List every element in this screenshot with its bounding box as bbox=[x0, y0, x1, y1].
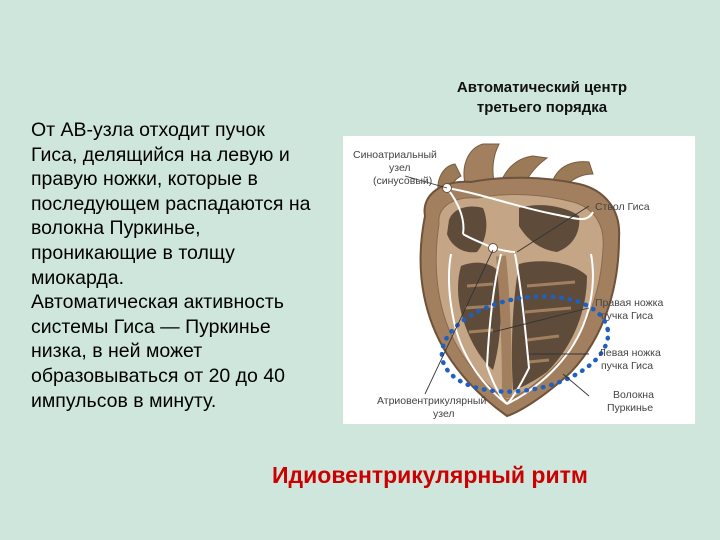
purkinje-label: Волокна Пуркинье bbox=[607, 389, 657, 414]
av-node-marker bbox=[489, 244, 498, 253]
heart-conduction-svg: Синоатриальный узел (синусовый) Ствол Ги… bbox=[343, 136, 695, 424]
left-bundle-label: Левая ножка пучка Гиса bbox=[599, 347, 664, 372]
body-line: От АВ-узла отходит пучок bbox=[31, 118, 361, 143]
body-line: последующем распадаются на bbox=[31, 192, 361, 217]
septum-shape bbox=[501, 256, 507, 398]
body-line: проникающие в толщу bbox=[31, 241, 361, 266]
body-line: миокарда. bbox=[31, 266, 361, 291]
heart-diagram: Синоатриальный узел (синусовый) Ствол Ги… bbox=[343, 136, 695, 424]
body-line: импульсов в минуту. bbox=[31, 389, 361, 414]
his-bundle-label: Ствол Гиса bbox=[595, 201, 650, 213]
body-line: Гиса, делящийся на левую и bbox=[31, 143, 361, 168]
body-text: От АВ-узла отходит пучок Гиса, делящийся… bbox=[31, 118, 361, 413]
right-bundle-label: Правая ножка пучка Гиса bbox=[595, 297, 666, 322]
body-line: образовываться от 20 до 40 bbox=[31, 364, 361, 389]
body-line: волокна Пуркинье, bbox=[31, 216, 361, 241]
sa-node-label: Синоатриальный узел (синусовый) bbox=[353, 149, 440, 187]
heading-line-2: третьего порядка bbox=[428, 98, 656, 118]
body-line: низка, в ней может bbox=[31, 339, 361, 364]
slide-heading: Автоматический центр третьего порядка bbox=[428, 78, 656, 118]
rhythm-title: Идиовентрикулярный ритм bbox=[272, 462, 672, 489]
body-line: Автоматическая активность bbox=[31, 290, 361, 315]
av-node-label: Атриовентрикулярный узел bbox=[377, 395, 489, 420]
heading-line-1: Автоматический центр bbox=[428, 78, 656, 98]
body-line: системы Гиса — Пуркинье bbox=[31, 315, 361, 340]
purkinje-leader bbox=[563, 374, 589, 396]
body-line: правую ножки, которые в bbox=[31, 167, 361, 192]
